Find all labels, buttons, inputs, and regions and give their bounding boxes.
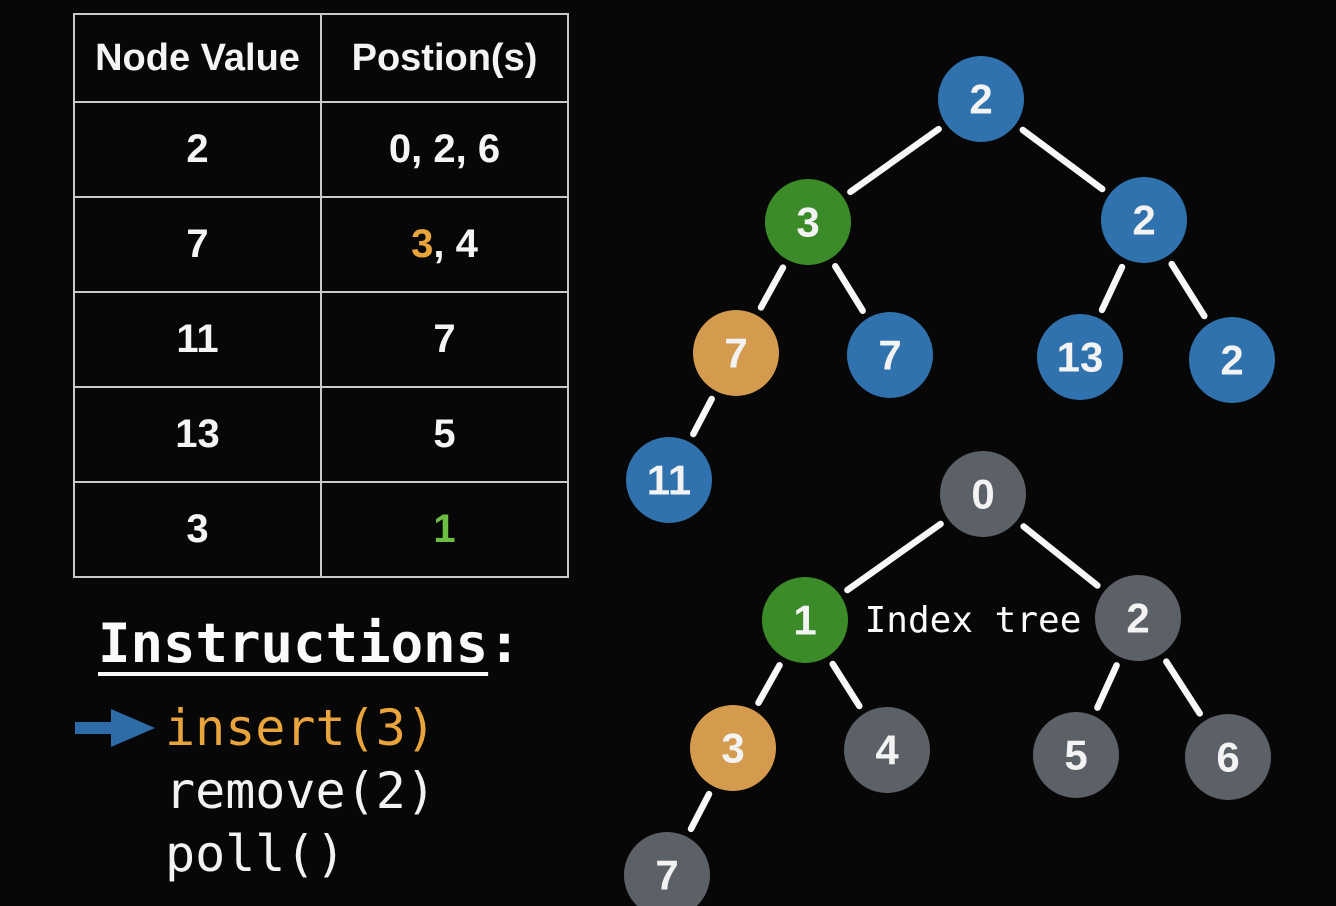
- instruction-text: remove(2): [165, 761, 436, 820]
- table-header-row: Node Value Postion(s): [73, 13, 569, 103]
- position-segment: 5: [433, 412, 456, 456]
- tree-node-label: 1: [793, 597, 816, 644]
- current-instruction-arrow-icon: [75, 706, 165, 750]
- positions-cell: 5: [320, 386, 569, 483]
- tree-node-label: 7: [724, 330, 747, 377]
- positions-cell: 0, 2, 6: [320, 101, 569, 198]
- position-segment: , 4: [433, 222, 478, 266]
- tree-node-7: [693, 310, 779, 396]
- instruction-item: poll(): [75, 822, 436, 885]
- position-segment: 0, 2, 6: [388, 127, 501, 171]
- tree-node-label: 0: [971, 471, 994, 518]
- tree-node-label: 2: [969, 76, 992, 123]
- positions-cell: 3, 4: [320, 196, 569, 293]
- tree-edge: [1098, 263, 1126, 314]
- tree-node-label: 6: [1216, 734, 1239, 781]
- tree-node-label: 2: [1220, 337, 1243, 384]
- tree-node-4: [844, 707, 930, 793]
- tree-node-5: [1033, 712, 1119, 798]
- tree-node-0: [940, 451, 1026, 537]
- tree-node-label: 11: [647, 457, 691, 504]
- tree-edge: [755, 662, 783, 706]
- tree-node-2: [1095, 575, 1181, 661]
- table-row: 11 7: [73, 291, 569, 388]
- tree-node-6: [1185, 714, 1271, 800]
- instructions-title-colon: :: [488, 612, 521, 675]
- tree-edge: [844, 520, 944, 594]
- tree-node-label: 7: [878, 332, 901, 379]
- table-header-node-value: Node Value: [73, 13, 322, 103]
- instructions-section: Instructions: insert(3)remove(2)poll(): [75, 612, 595, 902]
- tree-edge: [847, 125, 942, 196]
- position-segment: 7: [433, 317, 456, 361]
- tree-node-7: [847, 312, 933, 398]
- tree-edge: [829, 660, 863, 710]
- instruction-item: insert(3): [75, 696, 436, 759]
- tree-node-label: 5: [1064, 732, 1087, 779]
- positions-cell: 1: [320, 481, 569, 578]
- tree-node-1: [762, 577, 848, 663]
- tree-node-2: [1101, 177, 1187, 263]
- instructions-list: insert(3)remove(2)poll(): [75, 696, 436, 885]
- tree-node-label: 3: [721, 725, 744, 772]
- tree-node-label: 7: [655, 852, 678, 899]
- tree-edge: [1168, 260, 1208, 320]
- value-tree: 2 3 2 7 7 13 2 11: [626, 56, 1275, 523]
- tree-edge: [1019, 126, 1106, 193]
- tree-node-11: [626, 437, 712, 523]
- tree-node-3: [765, 179, 851, 265]
- index-tree-label: Index tree: [865, 600, 1082, 641]
- tree-node-label: 3: [796, 199, 819, 246]
- tree-edge: [757, 264, 787, 311]
- tree-edge: [832, 263, 866, 314]
- instruction-text: insert(3): [165, 698, 436, 757]
- tree-edge: [687, 790, 713, 833]
- index-tree: 0 1 2 3 4 5 6 7 Index tree: [624, 451, 1271, 906]
- instruction-item: remove(2): [75, 759, 436, 822]
- position-segment: 3: [411, 222, 434, 266]
- positions-cell: 7: [320, 291, 569, 388]
- tree-node-3: [690, 705, 776, 791]
- tree-node-label: 13: [1057, 334, 1104, 381]
- table-row: 2 0, 2, 6: [73, 101, 569, 198]
- tree-edge: [1163, 658, 1203, 717]
- tree-edge: [690, 395, 715, 438]
- tree-node-2: [1189, 317, 1275, 403]
- instructions-title-text: Instructions: [98, 612, 489, 675]
- tree-edge: [1020, 523, 1101, 589]
- node-value-cell: 7: [73, 196, 322, 293]
- node-value-cell: 3: [73, 481, 322, 578]
- table-header-positions: Postion(s): [320, 13, 569, 103]
- tree-node-label: 2: [1132, 197, 1155, 244]
- instructions-title: Instructions:: [98, 612, 595, 675]
- tree-edge: [1094, 662, 1120, 711]
- tree-node-label: 4: [875, 727, 899, 774]
- tree-node-label: 2: [1126, 595, 1149, 642]
- tree-node-7: [624, 832, 710, 906]
- position-segment: 1: [433, 507, 456, 551]
- tree-node-2: [938, 56, 1024, 142]
- node-value-cell: 11: [73, 291, 322, 388]
- node-value-cell: 13: [73, 386, 322, 483]
- instruction-text: poll(): [165, 824, 346, 883]
- node-value-cell: 2: [73, 101, 322, 198]
- table-row: 13 5: [73, 386, 569, 483]
- tree-node-13: [1037, 314, 1123, 400]
